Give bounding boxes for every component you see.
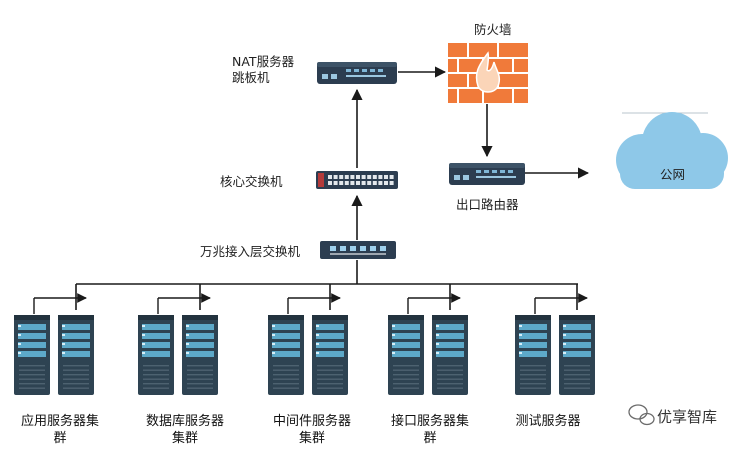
cluster-caption-3-line2: 群 xyxy=(423,431,436,446)
core-switch-icon xyxy=(316,171,398,189)
cluster-caption-3-line1: 接口服务器集 xyxy=(391,413,469,429)
cluster-caption-0-line1: 应用服务器集 xyxy=(21,413,99,429)
internet-cloud-icon xyxy=(616,112,728,189)
nat-label-line2: 跳板机 xyxy=(232,70,270,85)
server-rack xyxy=(58,315,94,395)
nat-server-icon xyxy=(317,62,397,84)
cluster-taps xyxy=(33,284,588,314)
server-racks xyxy=(14,315,595,395)
watermark-text: 优享智库 xyxy=(657,408,717,426)
server-rack xyxy=(515,315,551,395)
access-switch-label: 万兆接入层交换机 xyxy=(200,244,301,259)
cluster-caption-2-line1: 中间件服务器 xyxy=(273,413,351,429)
router-label: 出口路由器 xyxy=(456,197,519,212)
internet-label: 公网 xyxy=(660,167,685,182)
cluster-caption-1-line2: 集群 xyxy=(172,430,198,446)
cluster-caption-1-line1: 数据库服务器 xyxy=(146,413,224,429)
server-rack xyxy=(559,315,595,395)
wechat-icon xyxy=(628,404,655,426)
cluster-caption-0-line2: 群 xyxy=(53,431,66,446)
core-switch-label: 核心交换机 xyxy=(220,174,283,189)
cluster-caption-4: 测试服务器 xyxy=(515,413,580,429)
server-rack xyxy=(182,315,218,395)
server-rack xyxy=(432,315,468,395)
server-rack xyxy=(312,315,348,395)
access-switch-icon xyxy=(320,241,396,259)
connections xyxy=(76,66,590,285)
server-rack xyxy=(138,315,174,395)
nat-label-line1: NAT服务器 xyxy=(232,54,295,69)
server-rack xyxy=(14,315,50,395)
router-icon xyxy=(449,163,525,185)
firewall-icon xyxy=(448,43,528,103)
firewall-label: 防火墙 xyxy=(474,22,512,37)
server-rack xyxy=(388,315,424,395)
watermark: 优享智库 xyxy=(628,404,717,426)
server-rack xyxy=(268,315,304,395)
cluster-caption-2-line2: 集群 xyxy=(299,430,325,446)
